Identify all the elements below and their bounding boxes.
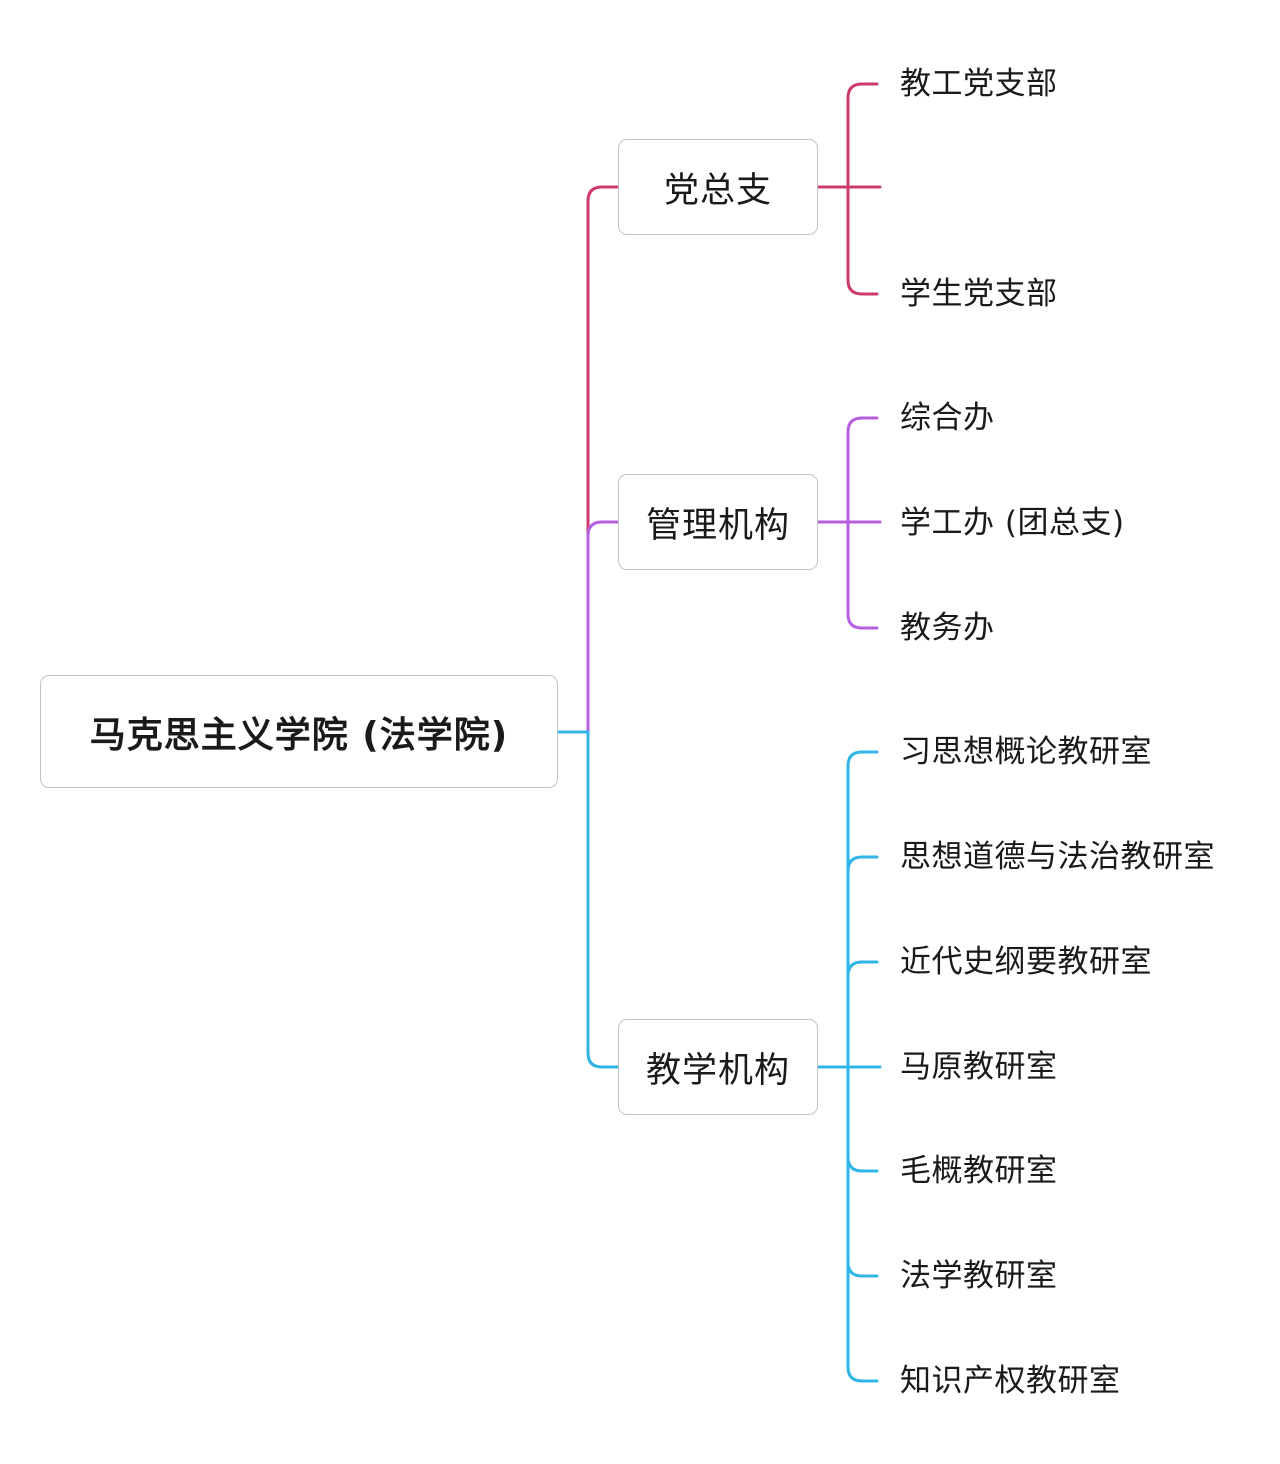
- leaf-management-1: 综合办: [900, 400, 995, 436]
- root-label: 马克思主义学院 (法学院): [89, 714, 509, 756]
- branch-node-party: 党总支: [618, 139, 818, 235]
- leaf-teaching-2: 思想道德与法治教研室: [900, 839, 1215, 875]
- connector-teaching-tick-3: [846, 960, 879, 978]
- leaf-teaching-4: 马原教研室: [900, 1049, 1058, 1085]
- connector-root-to-management: [556, 520, 620, 734]
- leaf-management-2: 学工办 (团总支): [900, 505, 1125, 541]
- branch-label-party: 党总支: [663, 170, 772, 211]
- leaf-party-3: 学生党支部: [900, 276, 1058, 312]
- connector-root-to-teaching: [556, 730, 620, 1069]
- connector-teaching-tick-2: [846, 855, 879, 873]
- connector-teaching-tick-5: [846, 1155, 879, 1173]
- leaf-teaching-7: 知识产权教研室: [900, 1363, 1121, 1399]
- connector-management-bracket: [846, 416, 879, 630]
- connector-teaching-bracket: [846, 750, 879, 1383]
- leaf-teaching-1: 习思想概论教研室: [900, 734, 1152, 770]
- connector-teaching-tick-6: [846, 1260, 879, 1278]
- leaf-teaching-6: 法学教研室: [900, 1258, 1058, 1294]
- leaf-teaching-3: 近代史纲要教研室: [900, 944, 1152, 980]
- branch-label-teaching: 教学机构: [645, 1050, 790, 1091]
- branch-node-management: 管理机构: [618, 474, 818, 570]
- leaf-teaching-5: 毛概教研室: [900, 1153, 1058, 1189]
- leaf-management-3: 教务办: [900, 610, 995, 646]
- connector-party-bracket: [846, 82, 879, 296]
- leaf-party-1: 教工党支部: [900, 66, 1058, 102]
- branch-label-management: 管理机构: [645, 505, 790, 546]
- connector-root-to-party: [586, 185, 620, 734]
- root-node: 马克思主义学院 (法学院): [40, 675, 558, 788]
- branch-node-teaching: 教学机构: [618, 1019, 818, 1115]
